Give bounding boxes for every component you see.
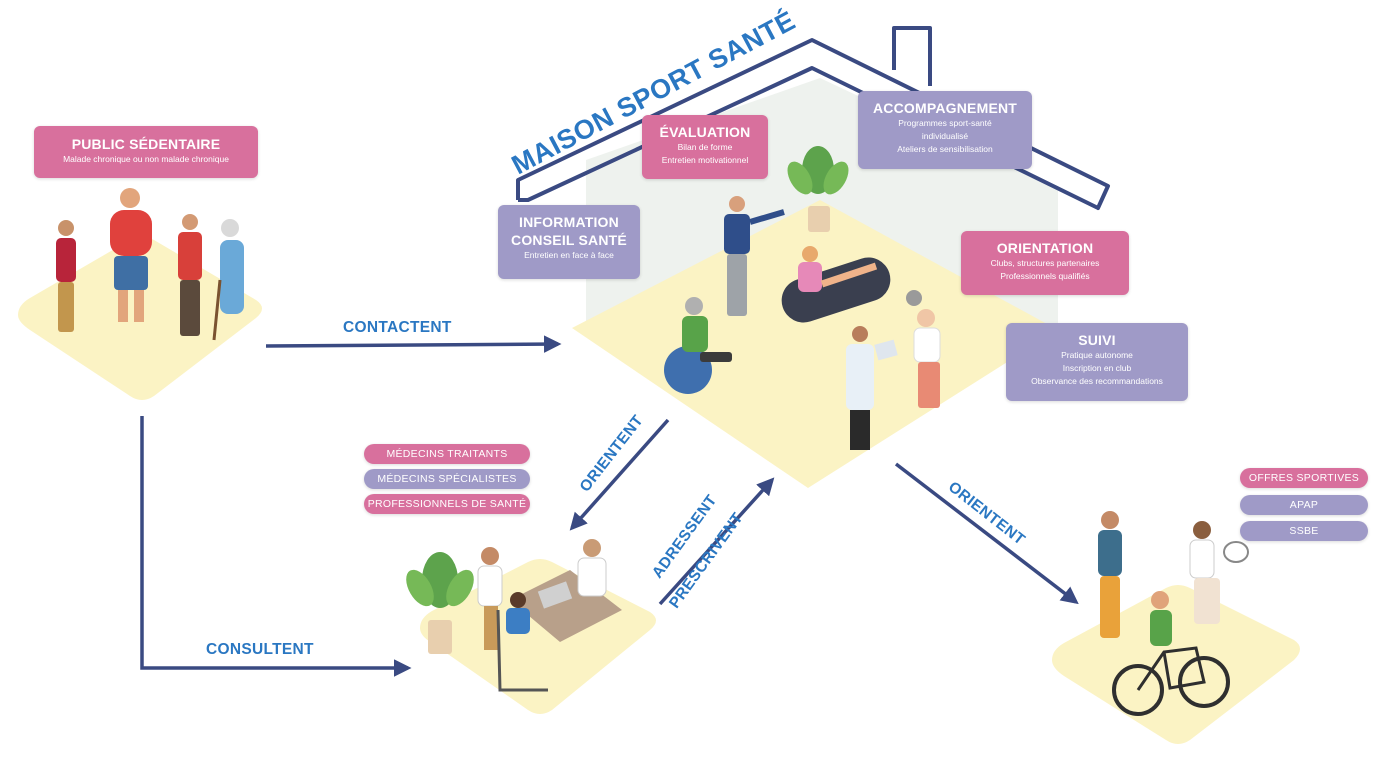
health-pro-pill: MÉDECINS SPÉCIALISTES bbox=[364, 469, 530, 489]
arrow-consultent bbox=[140, 416, 412, 677]
evaluation-box: ÉVALUATION Bilan de forme Entretien moti… bbox=[642, 115, 768, 179]
information-line: Entretien en face à face bbox=[524, 250, 614, 260]
suivi-box: SUIVI Pratique autonome Inscription en c… bbox=[1006, 323, 1188, 401]
accompagnement-title: ACCOMPAGNEMENT bbox=[872, 100, 1018, 116]
orientation-box: ORIENTATION Clubs, structures partenaire… bbox=[961, 231, 1129, 295]
orientation-title: ORIENTATION bbox=[996, 240, 1094, 256]
health-pro-pill: PROFESSIONNELS DE SANTÉ bbox=[364, 494, 530, 514]
sport-offer-pill: APAP bbox=[1240, 495, 1368, 515]
suivi-title: SUIVI bbox=[1078, 332, 1116, 348]
label-consultent: CONSULTENT bbox=[206, 641, 314, 658]
evaluation-line: Bilan de forme bbox=[677, 142, 733, 152]
label-contactent: CONTACTENT bbox=[343, 319, 452, 336]
public-sedentaire-box: PUBLIC SÉDENTAIRE Malade chronique ou no… bbox=[34, 126, 258, 178]
arrow-adressent bbox=[658, 477, 775, 606]
health-pro-pill: MÉDECINS TRAITANTS bbox=[364, 444, 530, 464]
suivi-line: Observance des recommandations bbox=[1031, 376, 1163, 386]
person-exercising-icon bbox=[798, 246, 878, 292]
sport-offer-pill: SSBE bbox=[1240, 521, 1368, 541]
house-floor bbox=[572, 200, 1058, 488]
tennis-player-icon bbox=[1189, 521, 1249, 624]
suivi-line: Inscription en club bbox=[1062, 363, 1132, 373]
evaluation-line: Entretien motivationnel bbox=[661, 155, 749, 165]
cyclist-icon bbox=[1112, 591, 1230, 716]
orientation-line: Clubs, structures partenaires bbox=[990, 258, 1100, 268]
public-title: PUBLIC SÉDENTAIRE bbox=[71, 136, 221, 152]
consultation-desk-icon bbox=[477, 539, 622, 692]
accompagnement-line: individualisé bbox=[921, 131, 969, 141]
yoga-person-icon bbox=[1098, 511, 1122, 638]
plant-icon bbox=[406, 552, 474, 654]
person-icon bbox=[212, 219, 244, 341]
sport-offer-pill: OFFRES SPORTIVES bbox=[1240, 468, 1368, 488]
accompagnement-box: ACCOMPAGNEMENT Programmes sport-santé in… bbox=[858, 91, 1032, 169]
accompagnement-line: Ateliers de sensibilisation bbox=[897, 144, 993, 154]
arrow-orientent-right bbox=[894, 462, 1079, 605]
information-title: CONSEIL SANTÉ bbox=[511, 232, 627, 248]
plant-icon bbox=[787, 146, 849, 232]
senior-weights-icon bbox=[906, 290, 941, 408]
sport-floor bbox=[1052, 585, 1300, 744]
house-roof bbox=[516, 26, 1110, 210]
evaluation-title: ÉVALUATION bbox=[659, 124, 751, 140]
person-icon bbox=[56, 220, 76, 332]
senior-fitness-ball-icon bbox=[664, 297, 732, 394]
doctor-icon bbox=[846, 326, 898, 450]
public-subtitle: Malade chronique ou non malade chronique bbox=[63, 154, 229, 164]
suivi-line: Pratique autonome bbox=[1061, 350, 1133, 360]
orientation-line: Professionnels qualifiés bbox=[1000, 271, 1090, 281]
arrow-orientent-left bbox=[569, 418, 670, 531]
accompagnement-line: Programmes sport-santé bbox=[898, 118, 992, 128]
coach-icon bbox=[724, 196, 785, 316]
information-box: INFORMATION CONSEIL SANTÉ Entretien en f… bbox=[498, 205, 640, 279]
person-icon bbox=[178, 214, 202, 336]
information-title: INFORMATION bbox=[519, 214, 619, 230]
arrow-contactent bbox=[265, 335, 562, 353]
person-icon bbox=[110, 188, 152, 322]
